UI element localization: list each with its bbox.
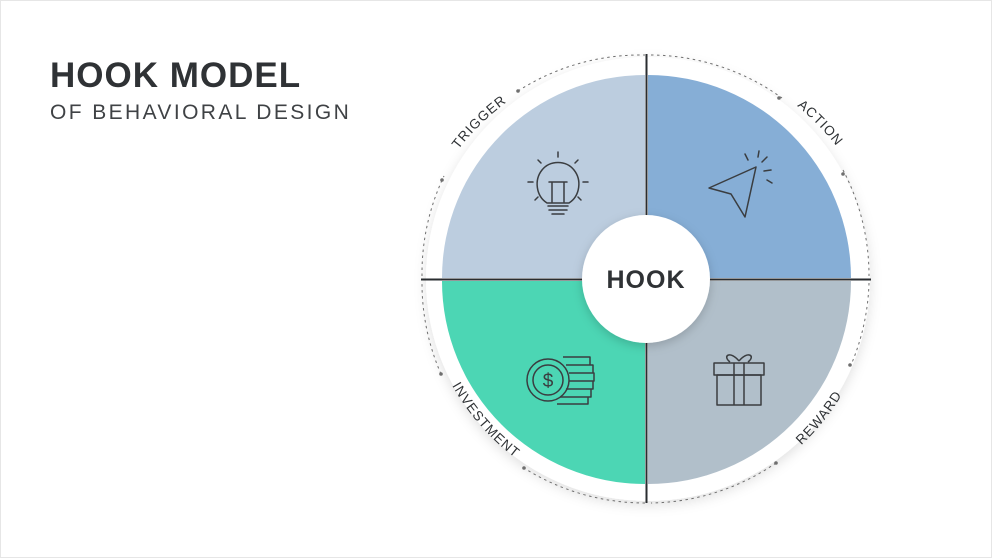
title-block: HOOK MODEL OF BEHAVIORAL DESIGN: [50, 58, 351, 123]
guide-arc-action-side: [842, 169, 870, 277]
arc-dot: [516, 89, 520, 93]
cursor-arrow-icon: [708, 150, 773, 218]
segment-trigger: [442, 75, 645, 278]
page-subtitle: OF BEHAVIORAL DESIGN: [50, 101, 352, 124]
arc-dot: [522, 466, 526, 470]
arc-dot: [774, 461, 778, 465]
page-title: HOOK MODEL: [50, 56, 302, 95]
arc-dot: [777, 96, 781, 100]
guide-arc-trigger: [517, 54, 646, 92]
center-hub: [582, 215, 710, 343]
segment-reward: [648, 281, 851, 484]
guide-arc-reward-bottom: [650, 462, 777, 504]
arc-dot: [841, 172, 845, 176]
segment-investment: [442, 281, 645, 484]
arc-dot: [848, 363, 852, 367]
svg-text:$: $: [543, 371, 554, 392]
guide-arc-reward-side: [850, 282, 870, 366]
segment-action: [648, 75, 851, 278]
arc-dot: [440, 178, 444, 182]
gift-icon: [713, 354, 765, 406]
guide-arc-investment-side: [421, 282, 442, 375]
dollar-coins-icon: $: [526, 356, 595, 405]
lightbulb-icon: [527, 151, 589, 215]
arc-dot: [439, 372, 443, 376]
center-label: HOOK: [607, 266, 686, 294]
guide-arc-investment-bottom: [523, 467, 646, 504]
